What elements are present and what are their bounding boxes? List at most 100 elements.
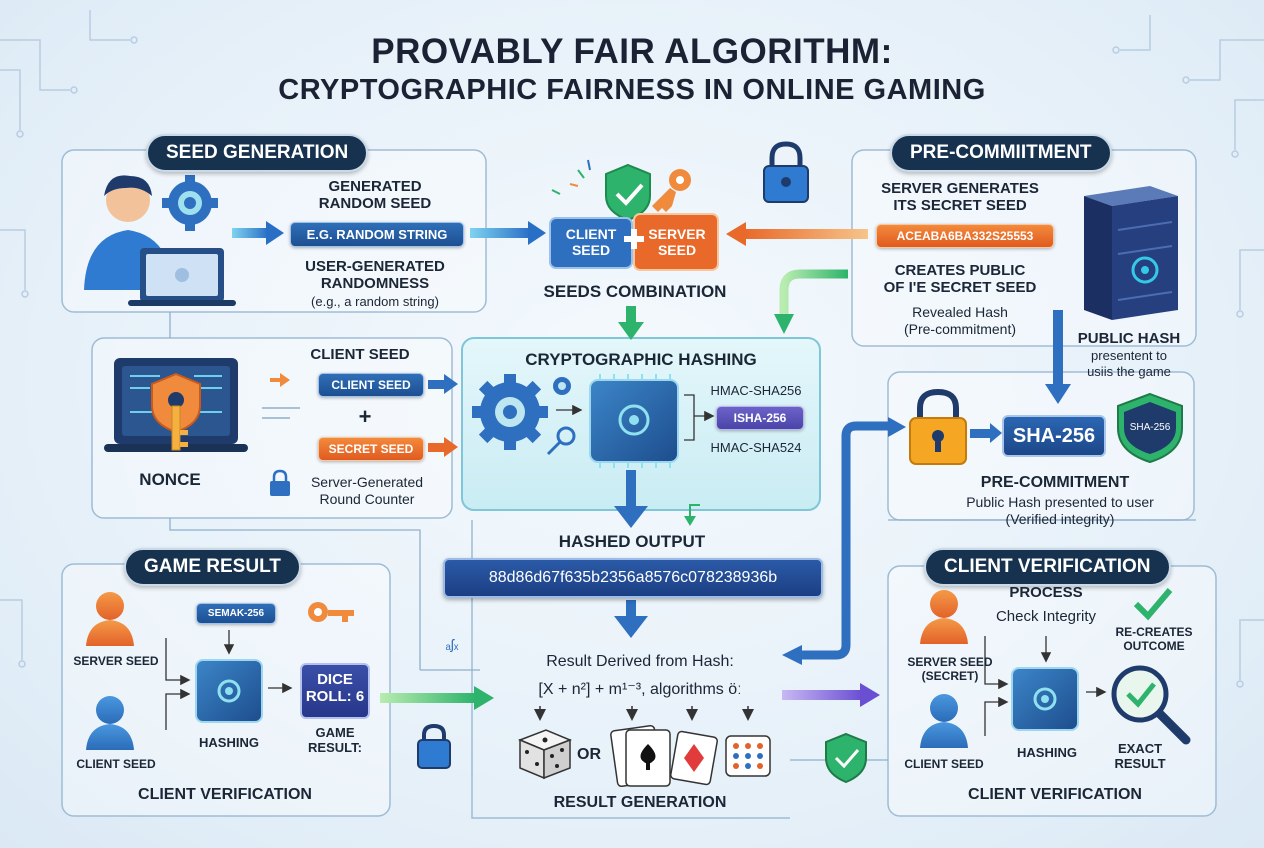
server-rack-icon — [1084, 186, 1178, 320]
alg-hmac-sha256: HMAC-SHA256 — [710, 383, 802, 398]
arrow-user-to-seed — [232, 221, 284, 245]
game-footer-label: CLIENT VERIFICATION — [138, 786, 312, 803]
shield-badge-icon — [1117, 392, 1183, 464]
arrow-public-down — [1045, 310, 1071, 404]
semak-pill: SEMAK-256 — [196, 603, 276, 624]
alg-hmac-sha524: HMAC-SHA524 — [710, 440, 802, 455]
person-icon-verify-client — [920, 694, 968, 748]
game-server-seed-label: SERVER SEED — [73, 654, 159, 668]
generated-seed-label: GENERATED RANDOM SEED — [318, 178, 432, 213]
arrow-result-to-verification — [782, 683, 880, 707]
arrow-hashing-to-output — [614, 470, 648, 528]
person-icon-verify-server — [920, 590, 968, 644]
public-hash-label: PUBLIC HASH — [1077, 330, 1181, 347]
gear-icon-small — [553, 377, 571, 395]
dice-icon — [517, 729, 573, 780]
hashing-header: CRYPTOGRAPHIC HASHING — [525, 350, 757, 369]
hashing-arrows — [556, 394, 715, 441]
arrow-lock-to-sha — [970, 423, 1002, 443]
lock-icon-bottom — [417, 723, 451, 769]
connector-lines — [169, 312, 1196, 761]
arrow-green-small — [684, 504, 700, 526]
cards-icon — [610, 724, 671, 788]
game-result-header: GAME RESULT — [124, 548, 301, 586]
result-generation-label: RESULT GENERATION — [553, 794, 727, 811]
secret-seed-value: ACEABA6BA332S25553 — [876, 224, 1054, 248]
seeds-combination-label: SEEDS COMBINATION — [543, 282, 727, 301]
hashed-output-value: 88d86d67f635b2356a8576c078238936b — [443, 558, 823, 598]
small-lock-icon-nonce — [270, 469, 290, 496]
arrow-blue-loop — [782, 417, 906, 665]
gear-icon-large — [472, 374, 548, 450]
gear-icon — [162, 175, 218, 231]
user-laptop-icon — [84, 175, 236, 306]
result-glyph: ₐʃₓ — [445, 636, 459, 652]
page-subtitle: CRYPTOGRAPHIC FAIRNESS IN ONLINE GAMING — [278, 74, 986, 106]
sparkle-decoration — [551, 159, 591, 195]
client-seed-pill: CLIENT SEED — [318, 373, 424, 397]
pre-commitment-header: PRE-COMMIITMENT — [890, 134, 1112, 172]
sha256-badge-text: SHA-256 — [1129, 422, 1171, 433]
dice-roll-box: DICE ROLL: 6 — [300, 663, 370, 719]
hashed-output-label: HASHED OUTPUT — [558, 532, 706, 551]
key-icon-hashing — [546, 426, 576, 456]
arrow-secret-seed-in — [428, 437, 458, 457]
game-client-seed-label: CLIENT SEED — [76, 757, 156, 771]
plus-sign: + — [358, 404, 372, 429]
arrow-server-to-combination — [726, 222, 868, 246]
client-seed-nonce-label: CLIENT SEED — [310, 346, 410, 363]
person-icon-client — [86, 696, 134, 750]
user-randomness-example: (e.g., a random string) — [311, 294, 439, 309]
verify-hashing-label: HASHING — [1017, 745, 1077, 760]
or-label: OR — [577, 746, 601, 763]
formula-arrows — [534, 706, 754, 721]
verification-arrows — [984, 636, 1107, 736]
chip-icon-verify — [1011, 667, 1079, 731]
exact-result-label: EXACT RESULT — [1114, 741, 1166, 771]
chip-icon-game — [195, 659, 263, 723]
secret-seed-pill: SECRET SEED — [318, 437, 424, 461]
process-label: PROCESS — [1009, 584, 1083, 601]
game-panel-arrows — [165, 630, 293, 730]
result-derived-label: Result Derived from Hash: — [546, 653, 734, 670]
dice-grid-icon — [725, 735, 771, 777]
sha256-box: SHA-256 — [1002, 415, 1106, 457]
check-integrity-label: Check Integrity — [995, 608, 1097, 625]
game-result-label: GAME RESULT: — [308, 725, 362, 755]
result-generation-frame — [471, 520, 790, 819]
arrow-combination-to-hashing — [618, 306, 644, 340]
random-string-pill: E.G. RANDOM STRING — [290, 222, 464, 247]
key-icon-top — [652, 169, 691, 212]
client-seed-text: CLIENT SEED — [565, 226, 617, 259]
arrow-small-orange — [270, 373, 290, 387]
pre-commitment-title: PRE-COMMITMENT — [980, 474, 1130, 491]
revealed-hash-label: Revealed Hash (Pre-commitment) — [903, 304, 1016, 337]
chip-icon — [589, 374, 679, 468]
pre-commitment-desc: Public Hash presented to user (Verified … — [966, 494, 1154, 527]
dash-lines — [262, 407, 300, 419]
creates-public-label: CREATES PUBLIC OF I'E SECRET SEED — [883, 262, 1037, 297]
recreates-label: RE-CREATES OUTCOME — [1115, 625, 1193, 653]
arrow-seed-to-combination — [470, 221, 546, 245]
verify-client-seed-label: CLIENT SEED — [904, 757, 984, 771]
diamond-card-icon — [670, 730, 718, 786]
lock-icon-top — [763, 141, 809, 203]
result-formula: [X + n²] + m¹⁻³, algorithms öː — [538, 681, 742, 698]
seed-generation-header: SEED GENERATION — [146, 134, 369, 172]
plus-icon — [624, 229, 644, 249]
shield-key-icon — [151, 372, 201, 451]
page-title: PROVABLY FAIR ALGORITHM: — [371, 32, 893, 71]
check-icon-verify — [1133, 588, 1173, 621]
public-hash-sub: presentent to usiis the game — [1087, 348, 1171, 379]
round-counter-label: Server-Generated Round Counter — [310, 474, 424, 507]
shield-check-icon — [605, 163, 651, 222]
person-icon-server — [86, 592, 134, 646]
user-randomness-label: USER-GENERATED RANDOMNESS — [305, 258, 445, 293]
nonce-label: NONCE — [139, 470, 201, 489]
client-verification-header: CLIENT VERIFICATION — [924, 548, 1171, 586]
key-icon-game — [308, 602, 354, 622]
server-generates-label: SERVER GENERATES ITS SECRET SEED — [881, 180, 1039, 215]
game-hashing-label: HASHING — [199, 735, 259, 750]
circuit-decoration — [0, 10, 1264, 688]
verify-footer-label: CLIENT VERIFICATION — [968, 786, 1142, 803]
